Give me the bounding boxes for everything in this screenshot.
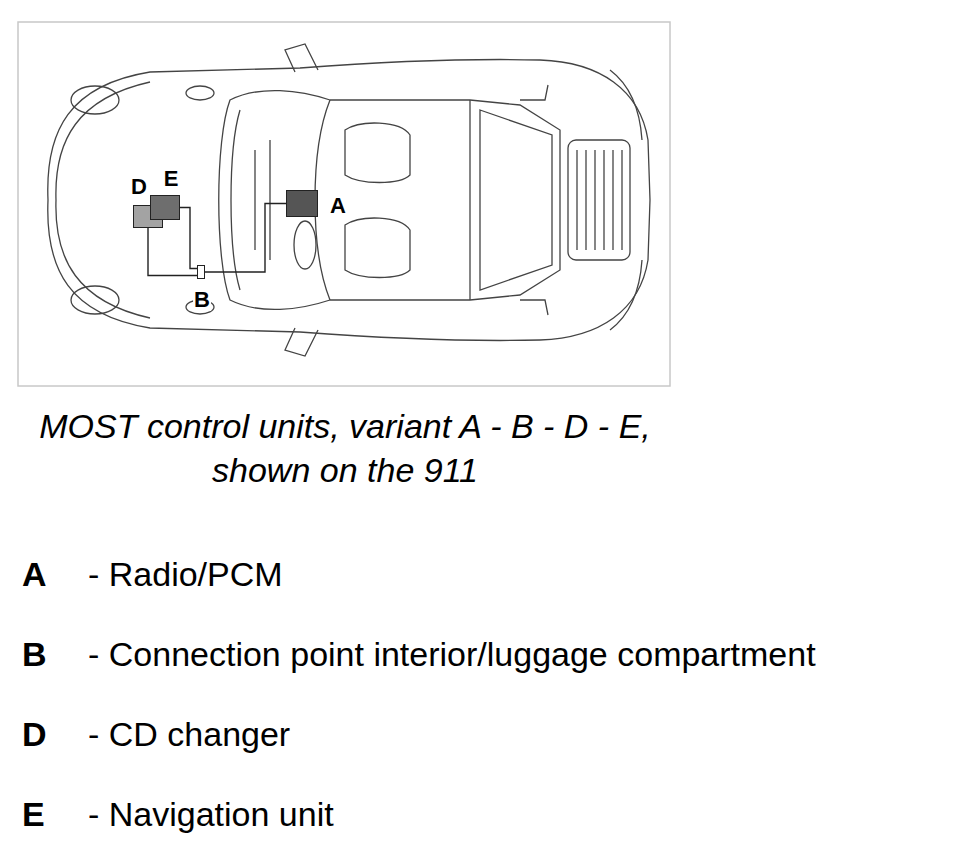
callout-letter: B [22, 637, 47, 671]
most-wire [205, 204, 286, 273]
grille-slot [594, 150, 595, 250]
part-description: - CD changer [88, 717, 290, 751]
part-description: - Navigation unit [88, 797, 334, 831]
connection-point: B [197, 265, 205, 279]
part-description: - Radio/PCM [88, 557, 283, 591]
part-description: - Connection point interior/luggage comp… [88, 637, 816, 671]
engine-grille [577, 150, 622, 250]
part-letter: D [130, 176, 148, 198]
callout-letter: A [22, 557, 47, 591]
callout-letter: E [22, 797, 45, 831]
grille-slot [603, 150, 604, 250]
most-wire [180, 208, 197, 269]
part-letter: E [163, 168, 180, 190]
figure-frame [18, 22, 670, 386]
callout-letter: D [22, 717, 47, 751]
part-letter: B [193, 289, 211, 311]
grille-slot [576, 150, 577, 250]
part-letter: A [329, 195, 347, 217]
radio-pcm-box: A [286, 190, 318, 217]
figure-caption: MOST control units, variant A - B - D - … [15, 404, 675, 492]
grille-slot [585, 150, 586, 250]
grille-slot [612, 150, 613, 250]
navigation-unit-box: E [150, 195, 180, 220]
car-outline [48, 44, 650, 356]
grille-slot [621, 150, 622, 250]
